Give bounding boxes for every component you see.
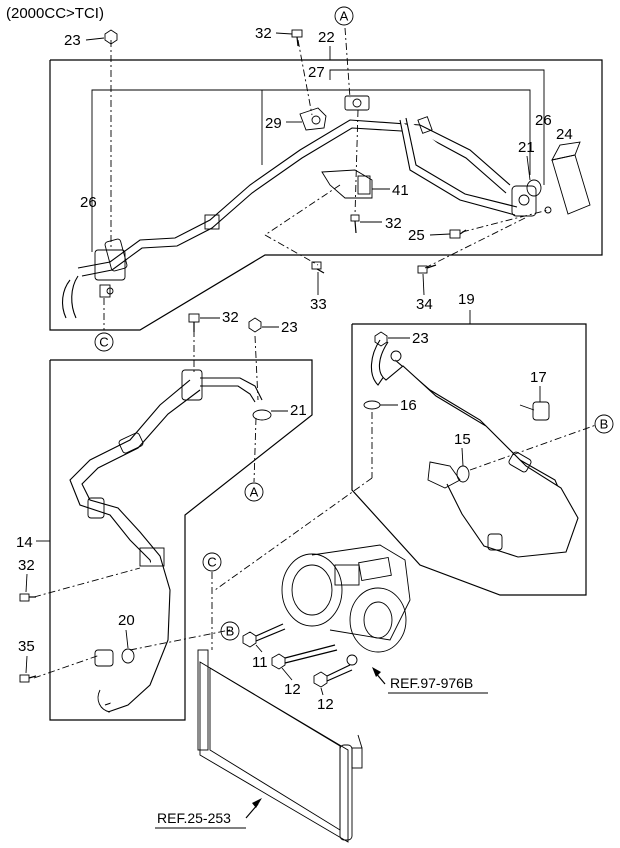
variant-label: (2000CC>TCI) <box>6 5 104 22</box>
callout-c-condenser-letter: C <box>207 555 216 570</box>
label-27: 27 <box>308 64 325 81</box>
bolt-32-top <box>291 29 303 47</box>
bolt-32-mid <box>350 214 360 234</box>
part-labels: 23 32 22 27 29 26 24 21 26 41 32 25 33 3… <box>16 25 573 713</box>
bolt-32-left-top <box>188 313 200 332</box>
label-32-mid: 32 <box>385 215 402 232</box>
bolt-35 <box>19 674 37 683</box>
label-23-right: 23 <box>412 330 429 347</box>
left-leaders <box>33 330 259 679</box>
nut-23-top <box>104 29 118 45</box>
right-group-frame <box>351 323 587 596</box>
label-32-left: 32 <box>18 557 35 574</box>
label-33: 33 <box>310 296 327 313</box>
callout-b-right-letter: B <box>600 417 609 432</box>
left-group-frame <box>49 359 313 721</box>
nut-23-right <box>374 331 388 347</box>
o-ring-21-left <box>252 409 272 421</box>
condenser-ref-label: REF.25-253 <box>157 810 231 826</box>
label-14: 14 <box>16 534 33 551</box>
callout-c-top: C <box>94 332 114 352</box>
bolt-33 <box>311 261 325 274</box>
label-12-lower: 12 <box>317 696 334 713</box>
callout-c-condenser: C <box>202 552 222 572</box>
label-16: 16 <box>400 397 417 414</box>
callout-a-left: A <box>244 482 264 502</box>
compressor-ref-arrowhead <box>372 667 381 677</box>
bolt-25 <box>449 229 467 239</box>
compressor <box>281 544 411 666</box>
o-ring-16 <box>363 400 381 410</box>
callout-a-top: A <box>334 6 354 26</box>
compressor-ref-label: REF.97-976B <box>390 675 473 691</box>
bolt-32-left <box>19 593 36 602</box>
bolt-11 <box>242 623 286 648</box>
liquid-hose-right <box>370 339 579 558</box>
bolt-34 <box>417 264 437 274</box>
label-19: 19 <box>458 291 475 308</box>
callout-c-top-letter: C <box>99 335 108 350</box>
bolt-12-lower <box>313 664 353 688</box>
discharge-hose-left <box>69 369 263 713</box>
label-23-top: 23 <box>64 32 81 49</box>
label-17: 17 <box>530 369 547 386</box>
callout-b-bolt-letter: B <box>226 624 235 639</box>
label-22: 22 <box>318 29 335 46</box>
label-34: 34 <box>416 296 433 313</box>
label-32-left-top: 32 <box>222 309 239 326</box>
label-24: 24 <box>556 126 573 143</box>
label-29: 29 <box>265 115 282 132</box>
top-group-frame <box>49 59 603 331</box>
label-15: 15 <box>454 431 471 448</box>
condenser <box>197 649 363 843</box>
label-26-right: 26 <box>535 112 552 129</box>
label-11: 11 <box>252 654 268 671</box>
label-21-top: 21 <box>518 139 535 156</box>
label-25: 25 <box>408 227 425 244</box>
callout-a-left-letter: A <box>250 485 259 500</box>
nut-23-left <box>248 317 262 333</box>
right-leaders <box>214 412 597 591</box>
top-leaders <box>103 27 549 330</box>
bracket-41 <box>321 169 373 199</box>
label-23-left: 23 <box>281 319 298 336</box>
label-35: 35 <box>18 638 35 655</box>
condenser-ref-arrowhead <box>252 798 262 808</box>
callout-a-top-letter: A <box>340 9 349 24</box>
suction-hose-top <box>61 95 518 319</box>
callout-b-right: B <box>594 414 614 434</box>
callout-b-bolt: B <box>220 621 240 641</box>
o-ring-20 <box>121 648 135 664</box>
bolt-12-upper <box>271 644 338 670</box>
label-20: 20 <box>118 612 135 629</box>
clip-29 <box>299 107 327 131</box>
label-12-upper: 12 <box>284 681 301 698</box>
label-32-top: 32 <box>255 25 272 42</box>
label-41: 41 <box>392 182 409 199</box>
label-21-left: 21 <box>290 402 307 419</box>
label-26-left: 26 <box>80 194 97 211</box>
